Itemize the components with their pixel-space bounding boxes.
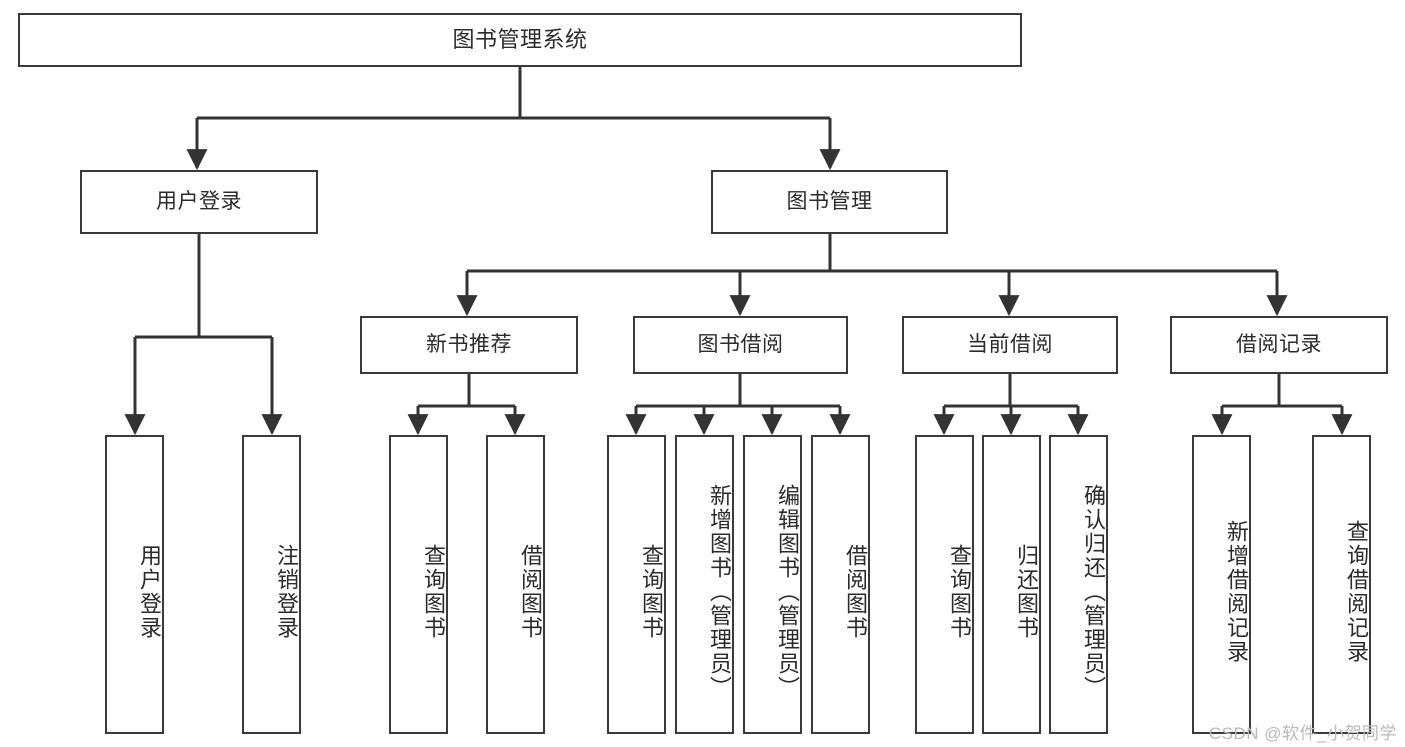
node-leaf-borrow-query-book[interactable]: 查询图书	[607, 435, 666, 734]
node-new-book-rec-label: 新书推荐	[426, 333, 512, 357]
node-leaf-rec-borrow-book[interactable]: 借阅图书	[486, 435, 545, 734]
node-leaf-borrow-borrow-book[interactable]: 借阅图书	[811, 435, 870, 734]
node-leaf-current-confirm-return-label: 确认归还（管理员）	[1081, 483, 1106, 700]
node-leaf-user-login-label: 用户登录	[137, 543, 162, 640]
node-user-login-label: 用户登录	[156, 190, 242, 214]
node-leaf-current-query-book-label: 查询图书	[947, 543, 972, 640]
node-root[interactable]: 图书管理系统	[18, 13, 1022, 67]
node-new-book-rec[interactable]: 新书推荐	[360, 316, 578, 374]
node-leaf-user-logout-label: 注销登录	[274, 543, 299, 640]
node-leaf-rec-query-book-label: 查询图书	[421, 543, 446, 640]
node-borrow-record-label: 借阅记录	[1236, 333, 1322, 357]
node-leaf-current-return-book-label: 归还图书	[1014, 543, 1039, 640]
node-book-borrow[interactable]: 图书借阅	[633, 316, 848, 374]
watermark: CSDN @软件_小贺同学	[1208, 724, 1397, 743]
node-leaf-borrow-query-book-label: 查询图书	[639, 543, 664, 640]
node-leaf-borrow-add-book-label: 新增图书（管理员）	[707, 483, 732, 700]
node-leaf-borrow-edit-book-label: 编辑图书（管理员）	[775, 483, 800, 700]
node-borrow-record[interactable]: 借阅记录	[1170, 316, 1388, 374]
node-leaf-borrow-borrow-book-label: 借阅图书	[843, 543, 868, 640]
node-book-manage[interactable]: 图书管理	[711, 170, 948, 234]
node-leaf-current-confirm-return[interactable]: 确认归还（管理员）	[1049, 435, 1108, 734]
node-leaf-borrow-add-book[interactable]: 新增图书（管理员）	[675, 435, 734, 734]
node-leaf-record-add-label: 新增借阅记录	[1224, 519, 1249, 664]
node-leaf-current-query-book[interactable]: 查询图书	[915, 435, 974, 734]
node-book-borrow-label: 图书借阅	[697, 333, 784, 357]
node-leaf-current-return-book[interactable]: 归还图书	[982, 435, 1041, 734]
node-leaf-user-login[interactable]: 用户登录	[105, 435, 164, 734]
node-leaf-record-query[interactable]: 查询借阅记录	[1312, 435, 1371, 734]
node-current-borrow-label: 当前借阅	[967, 333, 1053, 357]
node-leaf-record-add[interactable]: 新增借阅记录	[1192, 435, 1251, 734]
node-user-login[interactable]: 用户登录	[80, 170, 318, 234]
node-leaf-user-logout[interactable]: 注销登录	[242, 435, 301, 734]
node-leaf-rec-query-book[interactable]: 查询图书	[389, 435, 448, 734]
node-book-manage-label: 图书管理	[786, 190, 873, 214]
node-leaf-rec-borrow-book-label: 借阅图书	[518, 543, 543, 640]
node-leaf-record-query-label: 查询借阅记录	[1344, 519, 1369, 664]
node-leaf-borrow-edit-book[interactable]: 编辑图书（管理员）	[743, 435, 802, 734]
node-root-label: 图书管理系统	[452, 26, 588, 52]
node-current-borrow[interactable]: 当前借阅	[902, 316, 1118, 374]
